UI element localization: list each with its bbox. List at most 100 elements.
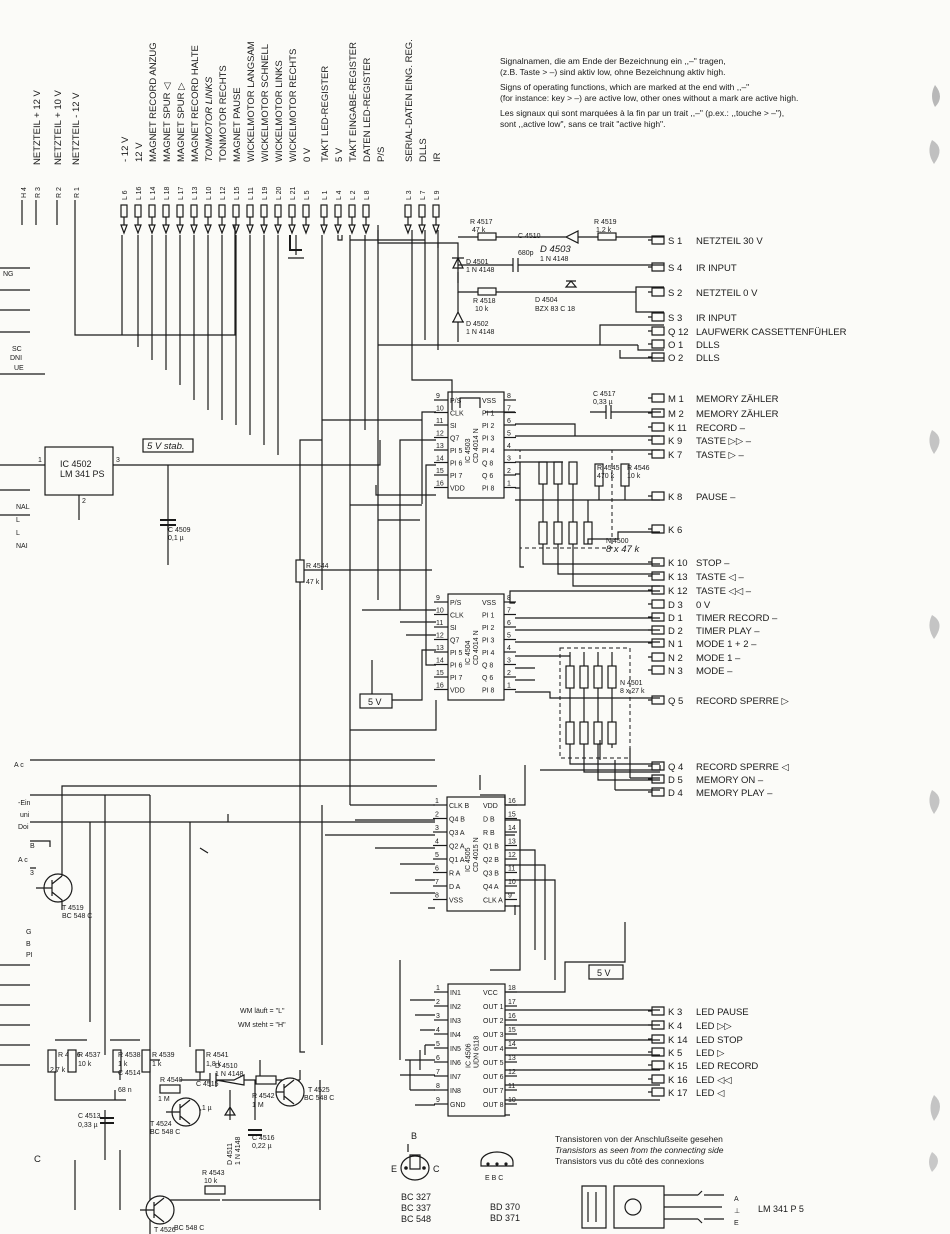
pin-signal: CLK bbox=[450, 411, 464, 418]
signal-name: TASTE ◁◁ – bbox=[696, 586, 752, 597]
pin-number: 5 bbox=[507, 431, 511, 438]
edge-text: SC bbox=[12, 346, 22, 353]
signal-connector bbox=[648, 262, 665, 272]
top-signal-conn: L 3 bbox=[406, 190, 413, 200]
signal-conn: K 14 bbox=[668, 1035, 688, 1046]
signal-connector bbox=[648, 312, 665, 322]
ic-name: IC 4503 bbox=[465, 438, 472, 463]
top-signal-name: TONMOTOR RECHTS bbox=[218, 65, 229, 162]
t4524-label: T 4524 bbox=[150, 1121, 172, 1128]
top-signal-name: WICKELMOTOR LINKS bbox=[274, 60, 285, 162]
pin-number: 7 bbox=[507, 406, 511, 413]
r4536-resistor bbox=[47, 1049, 57, 1073]
pin-signal: CLK B bbox=[449, 803, 470, 810]
r4542-resistor bbox=[255, 1075, 277, 1085]
network-resistor bbox=[607, 665, 617, 689]
pin-signal: PI 6 bbox=[450, 461, 463, 468]
edge-fragments: NG SC DNI UE NAL L L NAI A c -Ein uni Do… bbox=[0, 267, 45, 1165]
pin-number: 11 bbox=[508, 1083, 515, 1090]
signal-name: MODE – bbox=[696, 666, 733, 677]
stab-box bbox=[142, 438, 194, 453]
edge-text: G bbox=[26, 929, 31, 936]
five-v-box bbox=[588, 964, 624, 980]
cap-symbol bbox=[590, 405, 661, 419]
top-signal-name: DATEN LED-REGISTER bbox=[362, 58, 373, 162]
stab-label: 5 V stab. bbox=[147, 441, 185, 452]
pin-number: 4 bbox=[435, 839, 439, 846]
signal-conn: K 17 bbox=[668, 1088, 688, 1099]
signal-name: RECORD SPERRE ▷ bbox=[696, 696, 790, 707]
pin-signal: Q4 A bbox=[483, 884, 499, 891]
top-signal-conn: L 16 bbox=[136, 187, 143, 200]
top-signal-conn: L 5 bbox=[304, 190, 311, 200]
top-signal-name: IR bbox=[432, 152, 443, 162]
r4544-value: 47 k bbox=[306, 579, 320, 586]
pin-number: 7 bbox=[436, 1069, 440, 1076]
pin-signal: IN1 bbox=[450, 990, 461, 997]
pin-number: 11 bbox=[508, 866, 515, 873]
r4541-value: 1,8 k bbox=[206, 1061, 222, 1068]
pin-number: 13 bbox=[508, 839, 516, 846]
signal-conn: K 4 bbox=[668, 1021, 682, 1032]
network-resistor bbox=[607, 721, 617, 745]
resistor-r4545-r4546: R 4545 470 k R 4546 10 k bbox=[594, 463, 650, 487]
top-signal-name: TAKT EINGABE-REGISTER bbox=[348, 42, 359, 162]
signal-conn: O 2 bbox=[668, 353, 683, 364]
pin-number: 5 bbox=[436, 1041, 440, 1048]
ic-type: UDN 6118 bbox=[474, 1036, 481, 1068]
pin-number: 15 bbox=[436, 468, 444, 475]
signal-name: LED ▷▷ bbox=[696, 1021, 732, 1032]
ic-name: IC 4504 bbox=[465, 640, 472, 665]
edge-text: L bbox=[16, 530, 20, 537]
note-line: Signalnamen, die am Ende der Bezeichnung… bbox=[500, 56, 726, 66]
pin-number: 15 bbox=[436, 670, 444, 677]
pin-signal: Q 6 bbox=[482, 473, 493, 480]
pin-signal: VSS bbox=[482, 600, 496, 607]
signal-name: NETZTEIL 30 V bbox=[696, 236, 763, 247]
top-signal-conn: L 12 bbox=[220, 187, 227, 200]
network-resistor bbox=[565, 665, 575, 689]
signal-conn: S 4 bbox=[668, 263, 682, 274]
signal-conn: K 10 bbox=[668, 558, 688, 569]
signal-conn: Q 12 bbox=[668, 327, 689, 338]
signal-conn: O 1 bbox=[668, 340, 683, 351]
edge-text: C bbox=[34, 1154, 41, 1165]
edge-wires bbox=[0, 267, 45, 1066]
pin-signal: Q1 B bbox=[483, 844, 499, 851]
pin-arrow bbox=[302, 217, 310, 235]
pin-signal: PI 4 bbox=[482, 448, 495, 455]
pin-arrow bbox=[148, 217, 156, 235]
edge-text: Doi bbox=[18, 824, 29, 831]
top-signal-name: 12 V bbox=[134, 142, 145, 162]
signal-name: RECORD – bbox=[696, 423, 746, 434]
signal-name: LED RECORD bbox=[696, 1061, 758, 1072]
pin-arrow bbox=[348, 217, 356, 235]
transistor-package-b bbox=[480, 1151, 514, 1167]
pin-signal: PI 5 bbox=[450, 448, 463, 455]
signal-name: LED ◁ bbox=[696, 1088, 725, 1099]
reg-pin: A bbox=[734, 1196, 739, 1203]
r4518-value: 10 k bbox=[475, 306, 489, 313]
pin-arrow bbox=[204, 217, 212, 235]
c4515-value: 0,1 µ bbox=[196, 1105, 212, 1112]
c4513-value: 0,33 µ bbox=[78, 1122, 98, 1129]
r4543-value: 10 k bbox=[204, 1178, 218, 1185]
pin-signal: OUT 5 bbox=[483, 1060, 504, 1067]
signal-connector bbox=[648, 1087, 665, 1097]
transistor-leads bbox=[166, 1099, 191, 1125]
d4501-diode bbox=[452, 256, 464, 269]
wire bbox=[0, 440, 381, 530]
pin-number: 4 bbox=[507, 645, 511, 652]
transistor-legend: Transistoren von der Anschlußseite geseh… bbox=[391, 1131, 804, 1229]
signal-name: LED ◁◁ bbox=[696, 1075, 732, 1086]
pin-signal: IN8 bbox=[450, 1088, 461, 1095]
pin-dot bbox=[486, 1162, 490, 1166]
signal-conn: K 12 bbox=[668, 586, 688, 597]
pin-signal: Q 6 bbox=[482, 675, 493, 682]
lower-ic-wires bbox=[325, 740, 661, 1116]
ic-type: CD 4015 N bbox=[473, 837, 480, 872]
signal-connector bbox=[648, 326, 665, 336]
note-line: sont ,,active low", sans ce trait "activ… bbox=[500, 119, 665, 129]
pin-signal: PI 1 bbox=[482, 411, 495, 418]
